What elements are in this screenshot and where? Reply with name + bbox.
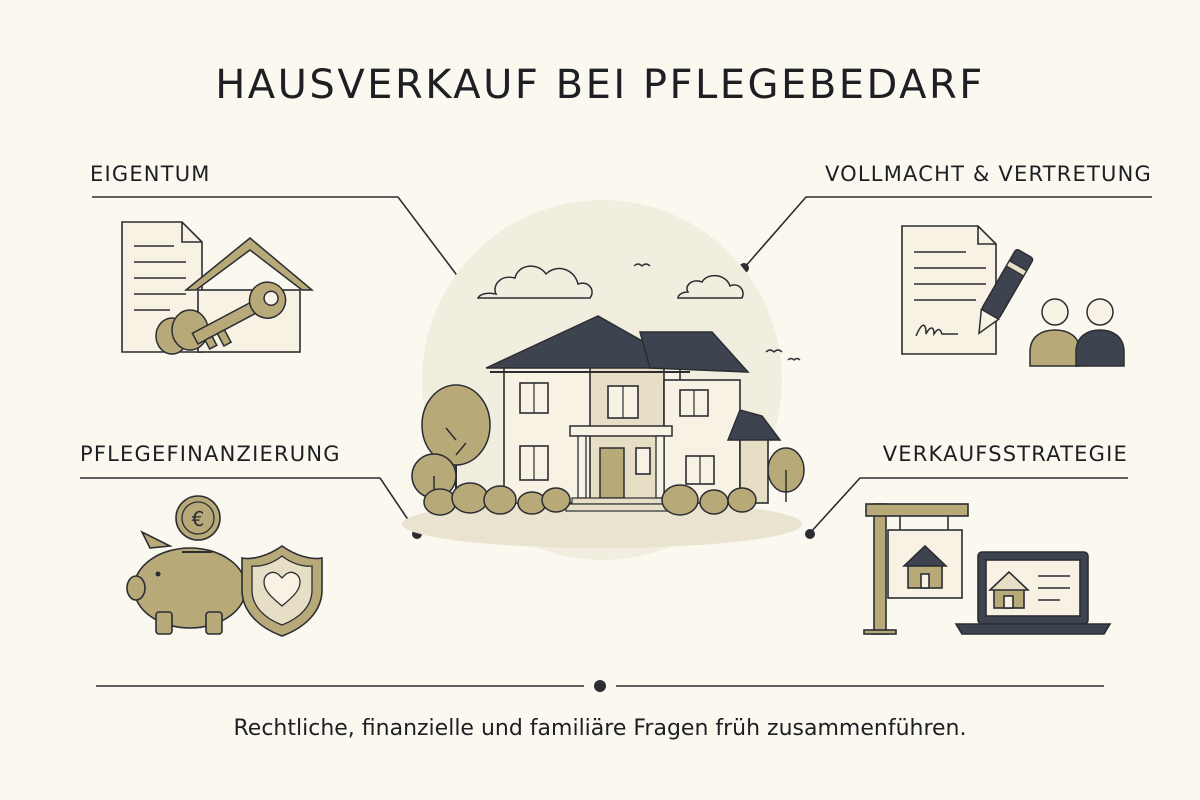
cloud-icon	[677, 274, 744, 299]
cloud-icon	[476, 265, 593, 299]
euro-coin-icon: €	[175, 495, 221, 541]
people-icon	[1029, 298, 1125, 367]
connector-verkaufsstrategie	[809, 477, 1128, 534]
connector-eigentum	[92, 196, 463, 283]
footer-divider	[96, 680, 1104, 692]
bird-icon	[633, 263, 651, 267]
tree-left	[411, 384, 491, 505]
connector-pflegefinanzierung	[80, 477, 418, 534]
key-icon	[191, 281, 287, 351]
document-house-key-icon	[121, 221, 315, 355]
bushes	[423, 482, 757, 516]
heading-pflegefinanzierung: PFLEGEFINANZIERUNG	[80, 442, 341, 466]
house-roof-wing	[639, 331, 750, 373]
connector-vollmacht	[743, 196, 1152, 269]
heading-verkaufsstrategie: VERKAUFSSTRATEGIE	[882, 442, 1128, 466]
pen-icon	[978, 248, 1034, 335]
connector-lines	[80, 196, 1152, 534]
front-door	[599, 447, 625, 499]
house-roof-annex	[726, 409, 782, 441]
shield-heart-icon	[241, 545, 323, 637]
page-title: HAUSVERKAUF BEI PFLEGEBEDARF	[215, 62, 985, 108]
footer-caption: Rechtliche, finanzielle und familiäre Fr…	[233, 716, 967, 741]
piggy-bank-icon	[126, 530, 247, 635]
signature-icon	[915, 324, 958, 337]
porch-roof	[569, 425, 673, 437]
heading-vollmacht: VOLLMACHT & VERTRETUNG	[824, 162, 1152, 186]
tree-right	[767, 447, 805, 502]
house-illustration	[402, 200, 805, 560]
piggy-bank-euro-shield-icon: €	[126, 495, 323, 637]
sale-sign-laptop-icon	[863, 503, 1112, 635]
bird-icon	[765, 349, 783, 353]
connector-dot-verkaufsstrategie	[805, 529, 815, 539]
heading-eigentum: EIGENTUM	[90, 162, 211, 186]
for-sale-sign-icon	[863, 503, 969, 635]
euro-symbol: €	[192, 507, 205, 531]
bird-icon	[787, 357, 801, 361]
laptop-icon	[954, 551, 1112, 635]
signed-document-pen-people-icon	[901, 225, 1125, 367]
